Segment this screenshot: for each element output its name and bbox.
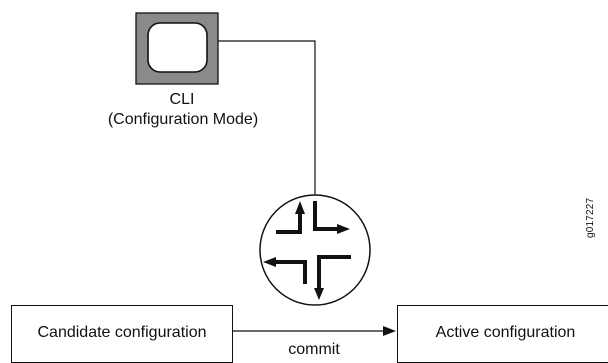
commit-arrow-head-icon (383, 326, 396, 336)
router-symbol-icon (259, 194, 371, 306)
candidate-configuration-box: Candidate configuration (11, 305, 233, 363)
active-configuration-box: Active configuration (397, 305, 608, 363)
candidate-configuration-label: Candidate configuration (37, 324, 207, 341)
commit-label: commit (288, 341, 340, 358)
figure-id: g017227 (585, 197, 596, 238)
active-configuration-label: Active configuration (435, 324, 576, 341)
cli-subtitle: (Configuration Mode) (107, 111, 259, 128)
cli-title: CLI (169, 91, 195, 108)
monitor-icon (135, 12, 219, 85)
cli-connector-line (218, 40, 316, 228)
